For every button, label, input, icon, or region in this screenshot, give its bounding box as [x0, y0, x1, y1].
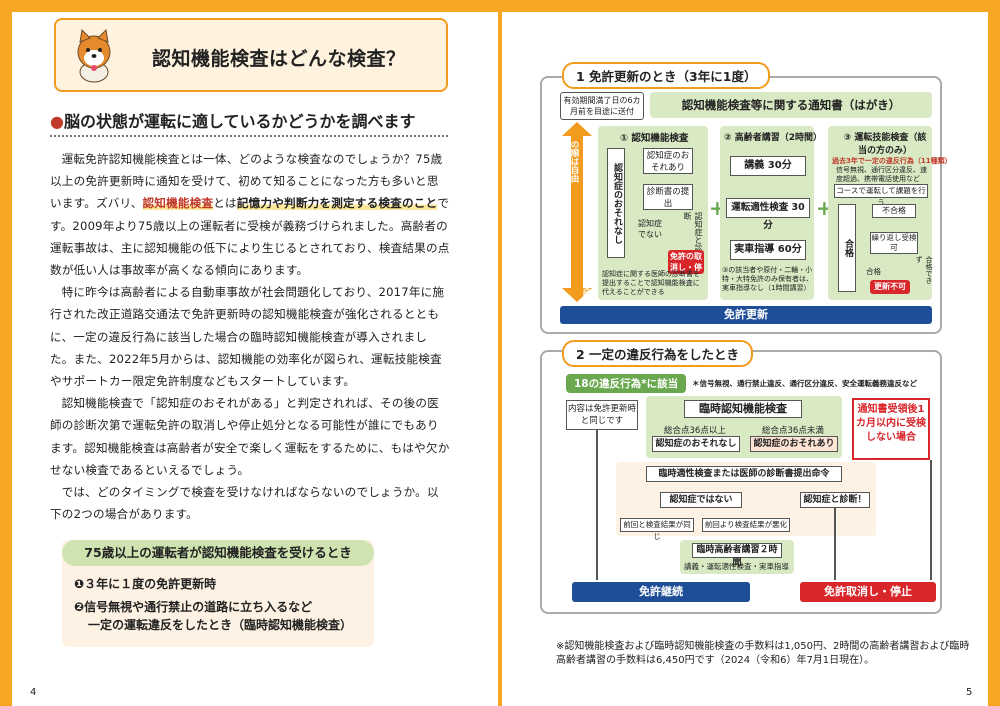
highlight-definition: 記憶力や判断力を測定する検査のこと [236, 196, 438, 211]
col3-violation: 過去3年で一定の違反行為（11種類） [832, 157, 952, 165]
lecture-box: 講義 30分 [730, 156, 806, 176]
page-number: 5 [966, 687, 973, 698]
footnote: ※認知機能検査および臨時認知機能検査の手数料は1,050円、2時間の高齢者講習お… [556, 641, 970, 666]
paragraph: では、どのタイミングで検査を受けなければならないのでしょうか。以下の2つの場合が… [50, 485, 439, 522]
dementia-label: 認知症と診断 [683, 212, 703, 252]
license-revoke-bar: 免許取消し・停止 [800, 582, 936, 602]
no-renewal-box: 更新不可 [870, 280, 910, 294]
section-heading-text: 脳の状態が運転に適しているかどうかを調べます [63, 112, 416, 131]
connector-line [834, 508, 836, 580]
pass-label: 合格 [866, 267, 881, 276]
risk-box: 認知症のおそれあり [643, 148, 693, 174]
not-dementia-box: 認知症ではない [660, 492, 742, 508]
revoke-box: 免許の取消し・停止 [668, 250, 704, 283]
page-number: 4 [30, 687, 37, 698]
score-over-label: 総合点36点以上 [664, 426, 726, 436]
body-text: 運転免許認知機能検査とは一体、どのような検査なのでしょうか？75歳以上の免許更新… [50, 148, 450, 525]
temp-test-box: 臨時認知機能検査 [684, 400, 802, 418]
same-content-box: 内容は免許更新時と同じです [566, 400, 638, 430]
worse-result-box: 前回より検査結果が悪化 [702, 518, 790, 532]
paragraph: 認知機能検査で「認知症のおそれがある」と判定されれば、その後の医師の診断次第で運… [50, 396, 450, 477]
highlight-term: 認知機能検査 [142, 196, 214, 211]
temp-lecture-box: 臨時高齢者講習２時間 [692, 543, 782, 568]
col1-title: ① 認知機能検査 [620, 133, 689, 144]
violation-note: ＊信号無視、通行禁止違反、通行区分違反、安全運転義務違反など [692, 379, 917, 388]
same-result-box: 前回と検査結果が同じ [620, 518, 694, 541]
dementia-box: 認知症と診断！ [800, 492, 870, 508]
driving-box: 実車指導 60分 [730, 240, 806, 260]
notice-card: 認知機能検査等に関する通知書（はがき） [650, 92, 932, 118]
aptitude-box: 運転適性検査 30分 [726, 198, 810, 231]
pass-box: 合格 [838, 204, 856, 292]
violation-badge: 18の違反行為*に該当 [566, 374, 687, 393]
col2-title: ② 高齢者講習（2時間） [724, 133, 823, 143]
order-box: 臨時適性検査または医師の診断書提出命令 [646, 466, 842, 482]
criteria-item: ❷信号無視や通行禁止の道路に立ち入るなど [74, 600, 313, 614]
connector-line [596, 430, 598, 580]
criteria-item: 一定の運転違反をしたとき（臨時認知機能検査） [88, 618, 353, 632]
no-risk-result: 認知症のおそれなし [652, 436, 740, 452]
deadline-warning: 通知書受領後1カ月以内に受検しない場合 [852, 398, 930, 460]
license-continue-bar: 免許継続 [572, 582, 750, 602]
shiba-dog-icon [77, 28, 111, 83]
score-under-label: 総合点36点未満 [762, 426, 824, 436]
violation-tag: 2 一定の違反行為をしたとき [562, 340, 754, 367]
double-arrow-icon [562, 122, 592, 302]
side-arrow-text: 有効期間満了日の6カ月前から受検・受講の順は自由 [569, 140, 591, 299]
renewal-bar: 免許更新 [560, 306, 932, 324]
notice-timing: 有効期間満了日の6カ月前を目途に送付 [560, 92, 644, 120]
title-box: 認知機能検査はどんな検査？ [54, 18, 448, 92]
criteria-item: ❶３年に１度の免許更新時 [74, 577, 217, 591]
risk-result: 認知症のおそれあり [750, 436, 838, 452]
course-box: コースで運転して課題を行う [834, 184, 928, 207]
fail-box: 不合格 [872, 204, 916, 218]
bullet-dot: ● [50, 112, 64, 131]
retry-box: 繰り返し受検可 [870, 232, 918, 254]
dotted-divider [50, 135, 448, 137]
criteria-heading: 75歳以上の運転者が認知機能検査を受けるとき [62, 540, 374, 566]
no-risk-box: 認知症のおそれなし [607, 148, 625, 258]
col1-note: 認知症に関する医師の診断書を提出することで認知機能検査に代えることができる [602, 270, 700, 296]
cannot-pass-label: 合格できず [915, 256, 933, 284]
diag-box: 診断書の提出 [643, 184, 693, 210]
renewal-tag: 1 免許更新のとき（3年に1度） [562, 62, 771, 89]
not-dementia-label: 認知症でない [638, 219, 662, 239]
page-title: 認知機能検査はどんな検査？ [152, 48, 406, 70]
section-heading: ●脳の状態が運転に適しているかどうかを調べます [50, 108, 416, 132]
paragraph: 運転免許認知機能検査とは一体、どのような検査なのでしょうか？75歳以上の免許更新… [50, 152, 450, 278]
col3-title: ③ 運転技能検査（該当の方のみ） [843, 133, 927, 156]
col3-list: 信号無視、通行区分違反、速度超過、携帯電話使用など [836, 166, 927, 183]
connector-line [930, 460, 932, 580]
col2-note: ③の該当者や原付・二輪・小特・大特免許のみ保有者は、実車指導なし（1時間講習） [722, 266, 813, 292]
temp-lecture-sub: 講義・運転適性検査・実車指導 [684, 562, 789, 571]
paragraph: 特に昨今は高齢者による自動車事故が社会問題化しており、2017年に施行された改正… [50, 285, 445, 389]
